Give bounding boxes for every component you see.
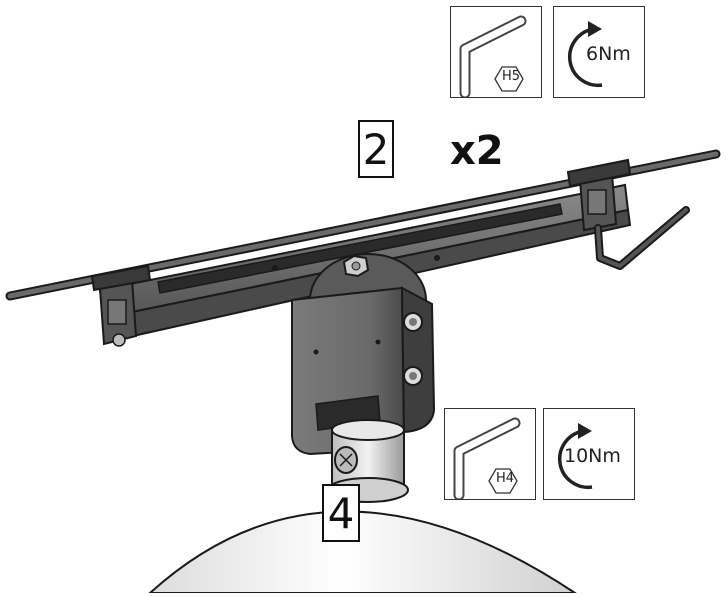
hex-key-icon — [459, 15, 527, 99]
torque-icon — [568, 21, 603, 88]
torque-label: 6Nm — [586, 43, 631, 65]
step-number-main: 2 — [358, 120, 394, 178]
left-wire-clamp — [90, 264, 152, 347]
torque-tool-top: 6Nm — [553, 6, 645, 98]
quantity-label: x2 — [450, 128, 504, 174]
step-number-sub: 4 — [322, 484, 360, 542]
torque-icon — [558, 423, 593, 490]
hex-size-label: H4 — [495, 471, 515, 486]
hex-size-label: H5 — [501, 69, 521, 84]
torque-label: 10Nm — [564, 445, 621, 467]
set-screw-icon — [334, 446, 358, 474]
dome-housing — [147, 510, 579, 594]
right-wire-clamp — [566, 158, 632, 232]
torque-tool-bottom: 10Nm — [543, 408, 635, 500]
hex-key-tool-bottom: H4 — [444, 408, 536, 501]
hex-key-icon — [453, 417, 521, 501]
center-nut — [342, 254, 370, 278]
hex-key-tool-top: H5 — [450, 6, 542, 99]
l-bracket — [291, 286, 436, 456]
